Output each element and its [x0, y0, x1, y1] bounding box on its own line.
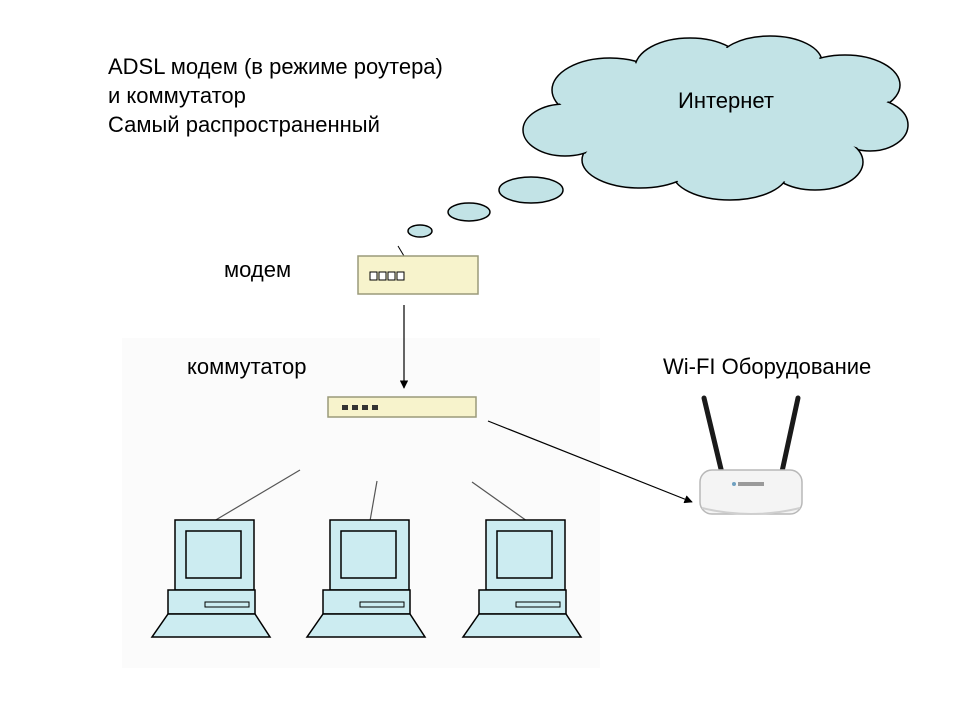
- cloud-bubble-small: [407, 224, 433, 238]
- computer-3-cable: [471, 481, 528, 522]
- title-line-1: ADSL модем (в режиме роутера): [108, 54, 443, 79]
- modem-label: модем: [224, 257, 292, 282]
- computer-icon: [305, 519, 427, 638]
- computer-2-cable: [369, 480, 378, 522]
- wifi-label: Wi-FI Оборудование: [663, 354, 872, 379]
- cloud-bubble-large: [498, 176, 564, 204]
- title-line-3: Самый распространенный: [108, 112, 380, 137]
- wifi-router-icon: [699, 395, 803, 515]
- switch-wifi-link: [487, 420, 693, 504]
- computer-icon: [150, 519, 272, 638]
- computer-icon: [461, 519, 583, 638]
- title-line-2: и коммутатор: [108, 83, 246, 108]
- diagram-title: ADSL модем (в режиме роутера) и коммутат…: [108, 52, 443, 139]
- switch-label: коммутатор: [187, 354, 307, 379]
- cloud-icon: [522, 35, 909, 201]
- computer-1-cable: [213, 469, 301, 522]
- cloud-label: Интернет: [678, 88, 774, 113]
- cloud-bubble-medium: [447, 202, 491, 222]
- switch-icon: [327, 396, 477, 418]
- modem-icon: [357, 245, 479, 295]
